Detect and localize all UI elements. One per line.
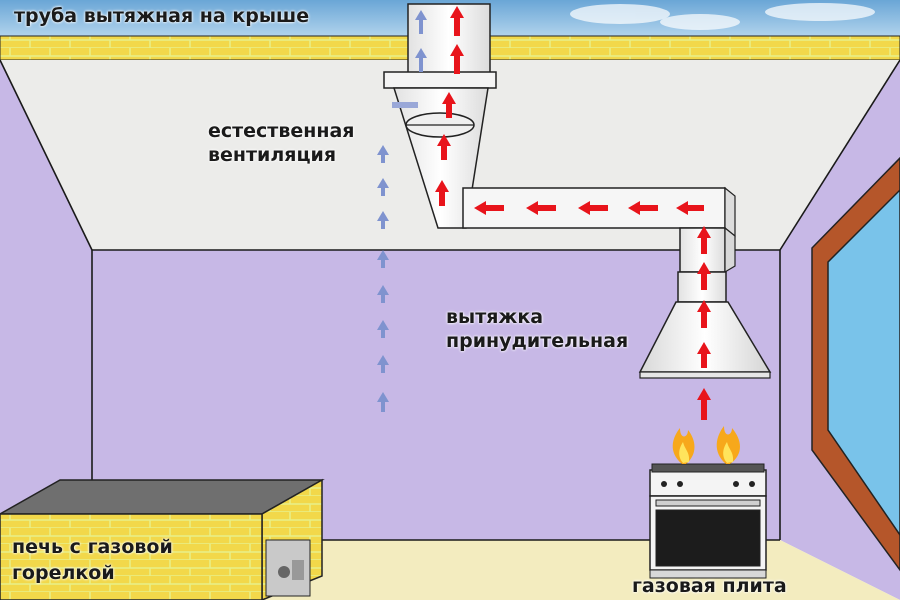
arrow-icon <box>697 226 711 254</box>
furnace <box>0 478 325 600</box>
natural-air-flow <box>377 145 389 412</box>
arrow-icon <box>628 201 658 215</box>
gas-stove-label: газовая плита <box>632 575 787 597</box>
gas-stove <box>649 463 767 579</box>
natural-ventilation-label: естественная вентиляция <box>208 119 355 167</box>
arrow-icon <box>450 44 464 74</box>
forced-air-flow <box>435 6 711 420</box>
arrow-icon <box>415 48 427 72</box>
left-wall <box>0 60 92 600</box>
flame-icon <box>672 428 695 464</box>
arrow-icon <box>697 262 711 290</box>
arrow-icon <box>377 250 389 268</box>
arrow-icon <box>377 178 389 196</box>
furnace-label-line1: печь с газовой <box>12 536 173 558</box>
furnace-label: печь с газовой горелкой <box>12 534 173 586</box>
arrow-icon <box>377 211 389 229</box>
natural-ventilation-label-line1: естественная <box>208 120 355 142</box>
arrow-icon <box>697 342 711 368</box>
roof-pipe-label: труба вытяжная на крыше <box>14 5 310 27</box>
arrow-icon <box>377 285 389 303</box>
forced-exhaust-label-line2: принудительная <box>446 330 629 352</box>
forced-exhaust-label: вытяжка принудительная <box>446 305 628 353</box>
arrow-icon <box>377 145 389 163</box>
arrow-icon <box>474 201 504 215</box>
flame-icon <box>716 426 740 464</box>
arrow-icon <box>450 6 464 36</box>
window <box>811 156 900 572</box>
arrow-icon <box>578 201 608 215</box>
arrow-icon <box>377 355 389 373</box>
arrow-icon <box>377 392 389 412</box>
natural-ventilation-label-line2: вентиляция <box>208 144 337 166</box>
furnace-label-line2: горелкой <box>12 562 115 584</box>
natural-air-pipe-arrows <box>415 10 427 72</box>
arrow-icon <box>415 10 427 34</box>
arrow-icon <box>697 388 711 420</box>
arrow-icon <box>697 300 711 328</box>
arrow-icon <box>526 201 556 215</box>
arrow-icon <box>437 134 451 160</box>
clouds <box>570 3 875 30</box>
arrow-icon <box>377 320 389 338</box>
arrow-icon <box>676 201 704 215</box>
forced-exhaust-label-line1: вытяжка <box>446 306 544 328</box>
arrow-icon <box>435 180 449 206</box>
arrow-icon <box>442 92 456 118</box>
